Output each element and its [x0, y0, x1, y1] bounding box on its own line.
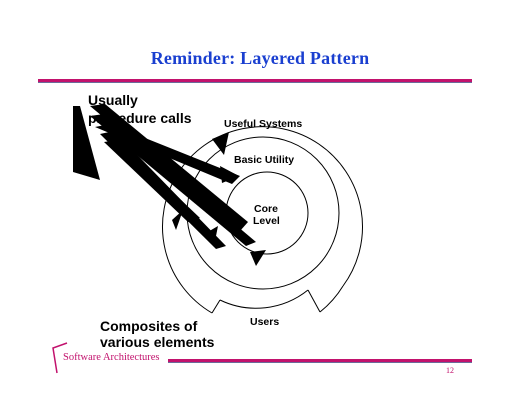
- label-various-elements: various elements: [100, 334, 215, 350]
- label-useful-systems: Useful Systems: [224, 118, 303, 130]
- footer-label: Software Architectures: [63, 352, 160, 363]
- footer-rule: [168, 359, 472, 363]
- label-core: Core: [254, 203, 278, 215]
- bracket-shape: [73, 106, 100, 180]
- outer-ring-gap-bridge: [319, 285, 344, 313]
- call-arrow: [104, 140, 200, 222]
- arrowhead: [172, 210, 183, 230]
- label-users: Users: [250, 316, 280, 328]
- label-basic-utility: Basic Utility: [234, 154, 295, 166]
- arrowhead: [212, 132, 229, 155]
- label-composites: Composites of: [100, 318, 198, 334]
- label-procedure-calls: procedure calls: [88, 110, 192, 126]
- call-arrow: [95, 124, 240, 184]
- arrowhead: [220, 166, 239, 183]
- outer-ring-gap-left: [211, 299, 221, 314]
- label-usually: Usually: [88, 92, 138, 108]
- page-number: 12: [446, 366, 454, 375]
- outer-ring-gap-right: [307, 289, 321, 313]
- label-level: Level: [253, 215, 280, 227]
- outer-ring-gap-bridge-left: [219, 289, 309, 309]
- slide-title: Reminder: Layered Pattern: [150, 48, 370, 68]
- arrowhead: [250, 250, 266, 266]
- call-arrow: [90, 114, 256, 246]
- outer-ring: [162, 126, 363, 314]
- arrowhead: [206, 226, 218, 246]
- footer-bracket: [52, 342, 68, 374]
- title-rule: [38, 79, 472, 83]
